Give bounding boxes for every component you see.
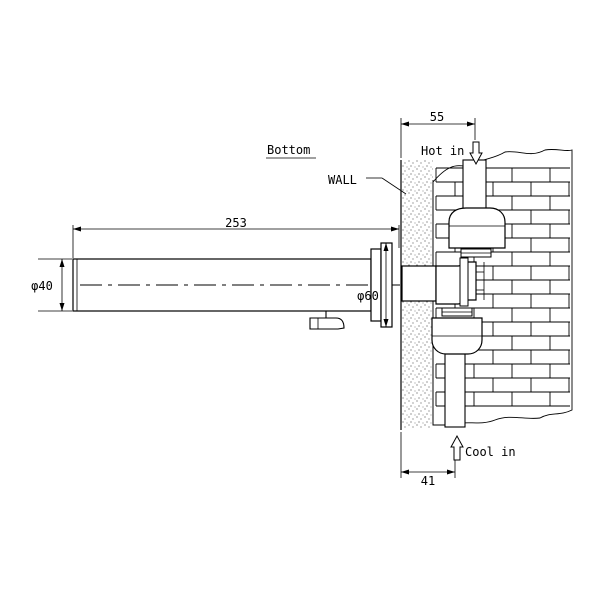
dimension-41-label: 41: [421, 474, 435, 488]
dimension-spout-diameter: φ40: [31, 258, 72, 312]
wall-callout: WALL: [328, 173, 407, 195]
cool-in-callout: Cool in: [450, 434, 516, 461]
lever-handle: [309, 311, 345, 330]
dimension-253-label: 253: [225, 216, 247, 230]
hot-in-callout: Hot in: [421, 141, 483, 166]
view-label: Bottom: [267, 143, 310, 157]
hot-valve: [448, 207, 506, 258]
dimension-wall-depth-top: 55: [400, 110, 476, 158]
dimension-phi40-label: φ40: [31, 279, 53, 293]
spout-flange: [370, 242, 393, 328]
dimension-55-label: 55: [430, 110, 444, 124]
wall-label: WALL: [328, 173, 357, 187]
hot-in-label: Hot in: [421, 144, 464, 158]
cool-in-label: Cool in: [465, 445, 516, 459]
dimension-phi60-label: φ60: [357, 289, 379, 303]
dimension-spout-length: 253: [72, 216, 400, 258]
cold-valve: [431, 307, 483, 355]
dimension-flange-diameter: φ60: [357, 243, 389, 327]
mixer-body: [401, 257, 485, 307]
spout: [72, 258, 400, 312]
cold-water-pipe: [444, 351, 466, 428]
hot-water-pipe: [462, 159, 487, 213]
dimension-wall-depth-bottom: 41: [400, 432, 456, 488]
